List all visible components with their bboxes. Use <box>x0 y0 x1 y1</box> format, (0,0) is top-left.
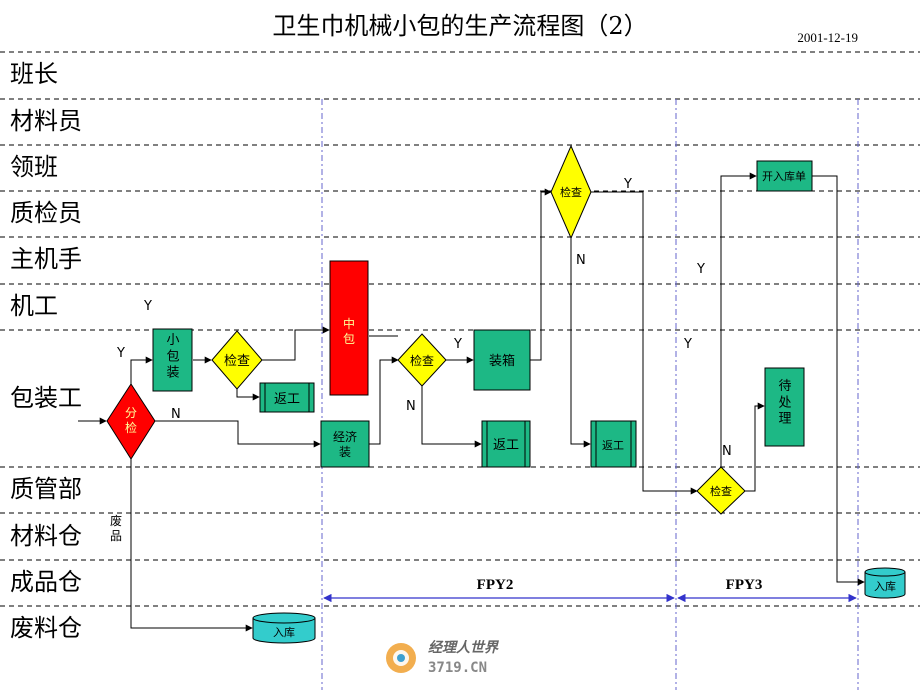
fpy2-label: FPY2 <box>477 577 514 593</box>
connector-jc2-fangong <box>421 386 482 448</box>
jingjizhuang-box[interactable]: 经济装 <box>320 420 370 468</box>
xiaobaozhuang-box[interactable]: 小包装 <box>152 328 193 392</box>
connector-jc4-daichuli <box>745 402 765 492</box>
ruku-finished-cylinder[interactable]: 入库 <box>864 567 906 599</box>
fpy3-label: FPY3 <box>726 577 763 593</box>
kairukudan-label: 开入库单 <box>762 170 806 183</box>
daichuli-box[interactable]: 待处理 <box>764 367 805 447</box>
zhongbao-box[interactable]: 中包 <box>329 260 369 396</box>
watermark-logo: 经理人世界 3719.CN <box>386 639 500 676</box>
fenjian-label: 分检 <box>125 406 137 435</box>
date-label: 2001-12-19 <box>797 30 858 45</box>
lane-label-lingban: 领班 <box>10 153 58 181</box>
connector-fenjian-y <box>130 356 153 384</box>
connector-fenjian-n <box>155 420 321 448</box>
lane-label-zhiguanbu: 质管部 <box>10 475 82 503</box>
jiancha4-label: 检查 <box>710 484 732 498</box>
section-dividers <box>321 99 859 690</box>
connector-jc3-jc4 <box>591 191 698 495</box>
feipin-label: 废品 <box>110 513 122 543</box>
watermark-text-en: 3719.CN <box>428 660 487 676</box>
fangong1-box[interactable]: 返工 <box>259 382 315 413</box>
connector-zhuangxiang-jc3 <box>530 188 552 361</box>
connector-feipin <box>130 459 253 632</box>
lane-label-zhijianyuan: 质检员 <box>10 199 82 227</box>
zhongbao-label: 中包 <box>343 316 355 346</box>
lane-label-jigong: 机工 <box>10 292 58 320</box>
lane-label-cailiaocang: 材料仓 <box>10 522 82 550</box>
edge-label-y: Y <box>453 337 462 352</box>
fangong3-box[interactable]: 返工 <box>590 420 637 468</box>
edge-label-y: Y <box>696 262 705 277</box>
lane-label-banzhang: 班长 <box>10 60 58 88</box>
lane-label-cailiaoyuan: 材料员 <box>10 107 82 135</box>
edge-label-y: Y <box>623 177 632 192</box>
edge-labels: Y Y N Y N Y N Y Y N <box>116 177 732 459</box>
jiancha1-label: 检查 <box>224 354 250 369</box>
ruku-finished-label: 入库 <box>874 580 896 593</box>
jiancha3-diamond[interactable]: 检查 <box>550 144 592 240</box>
edge-label-y: Y <box>683 337 692 352</box>
zhuangxiang-box[interactable]: 装箱 <box>473 329 531 391</box>
page-title: 卫生巾机械小包的生产流程图（2） <box>272 12 648 40</box>
ruku-waste-cylinder[interactable]: 入库 <box>252 612 316 644</box>
jiancha2-label: 检查 <box>410 353 434 368</box>
connector-jc3-fangong <box>570 238 591 448</box>
fangong2-box[interactable]: 返工 <box>481 420 531 468</box>
kairukudan-box[interactable]: 开入库单 <box>756 160 813 192</box>
connector-kaidan-ruku <box>812 175 865 586</box>
connector-jc1-fangong <box>236 384 260 401</box>
ruku-waste-label: 入库 <box>273 626 295 639</box>
jiancha1-diamond[interactable]: 检查 <box>211 330 263 390</box>
fangong3-label: 返工 <box>602 439 624 452</box>
zhuangxiang-label: 装箱 <box>489 353 515 369</box>
connector-jc1-zhongbao <box>262 326 330 361</box>
xiaobaozhuang-label: 小包装 <box>166 333 179 381</box>
jiancha3-label: 检查 <box>560 185 582 199</box>
lane-label-chengpincang: 成品仓 <box>10 568 82 596</box>
jiancha4-diamond[interactable]: 检查 <box>696 466 746 515</box>
connectors <box>78 172 865 632</box>
connector-jingji-jc2 <box>369 356 399 445</box>
lane-separators <box>0 51 920 607</box>
fangong2-label: 返工 <box>493 438 519 453</box>
lane-label-baozhuanggong: 包装工 <box>10 384 82 412</box>
jingjizhuang-label: 经济装 <box>333 429 357 459</box>
edge-label-n: N <box>722 444 732 459</box>
fenjian-diamond[interactable]: 分检 <box>106 383 156 460</box>
jiancha2-diamond[interactable]: 检查 <box>397 333 447 387</box>
connector-jc4-kaidan <box>720 172 757 467</box>
daichuli-label: 待处理 <box>778 379 791 427</box>
lane-label-feiliaocang: 废料仓 <box>10 614 82 642</box>
fangong1-label: 返工 <box>274 392 300 407</box>
lane-label-zhujishou: 主机手 <box>10 245 82 273</box>
watermark-text-cn: 经理人世界 <box>428 639 500 656</box>
edge-label-n: N <box>171 407 181 422</box>
edge-label-n: N <box>406 399 416 414</box>
edge-label-n: N <box>576 253 586 268</box>
edge-label-y: Y <box>143 299 152 314</box>
edge-label-y: Y <box>116 346 125 361</box>
